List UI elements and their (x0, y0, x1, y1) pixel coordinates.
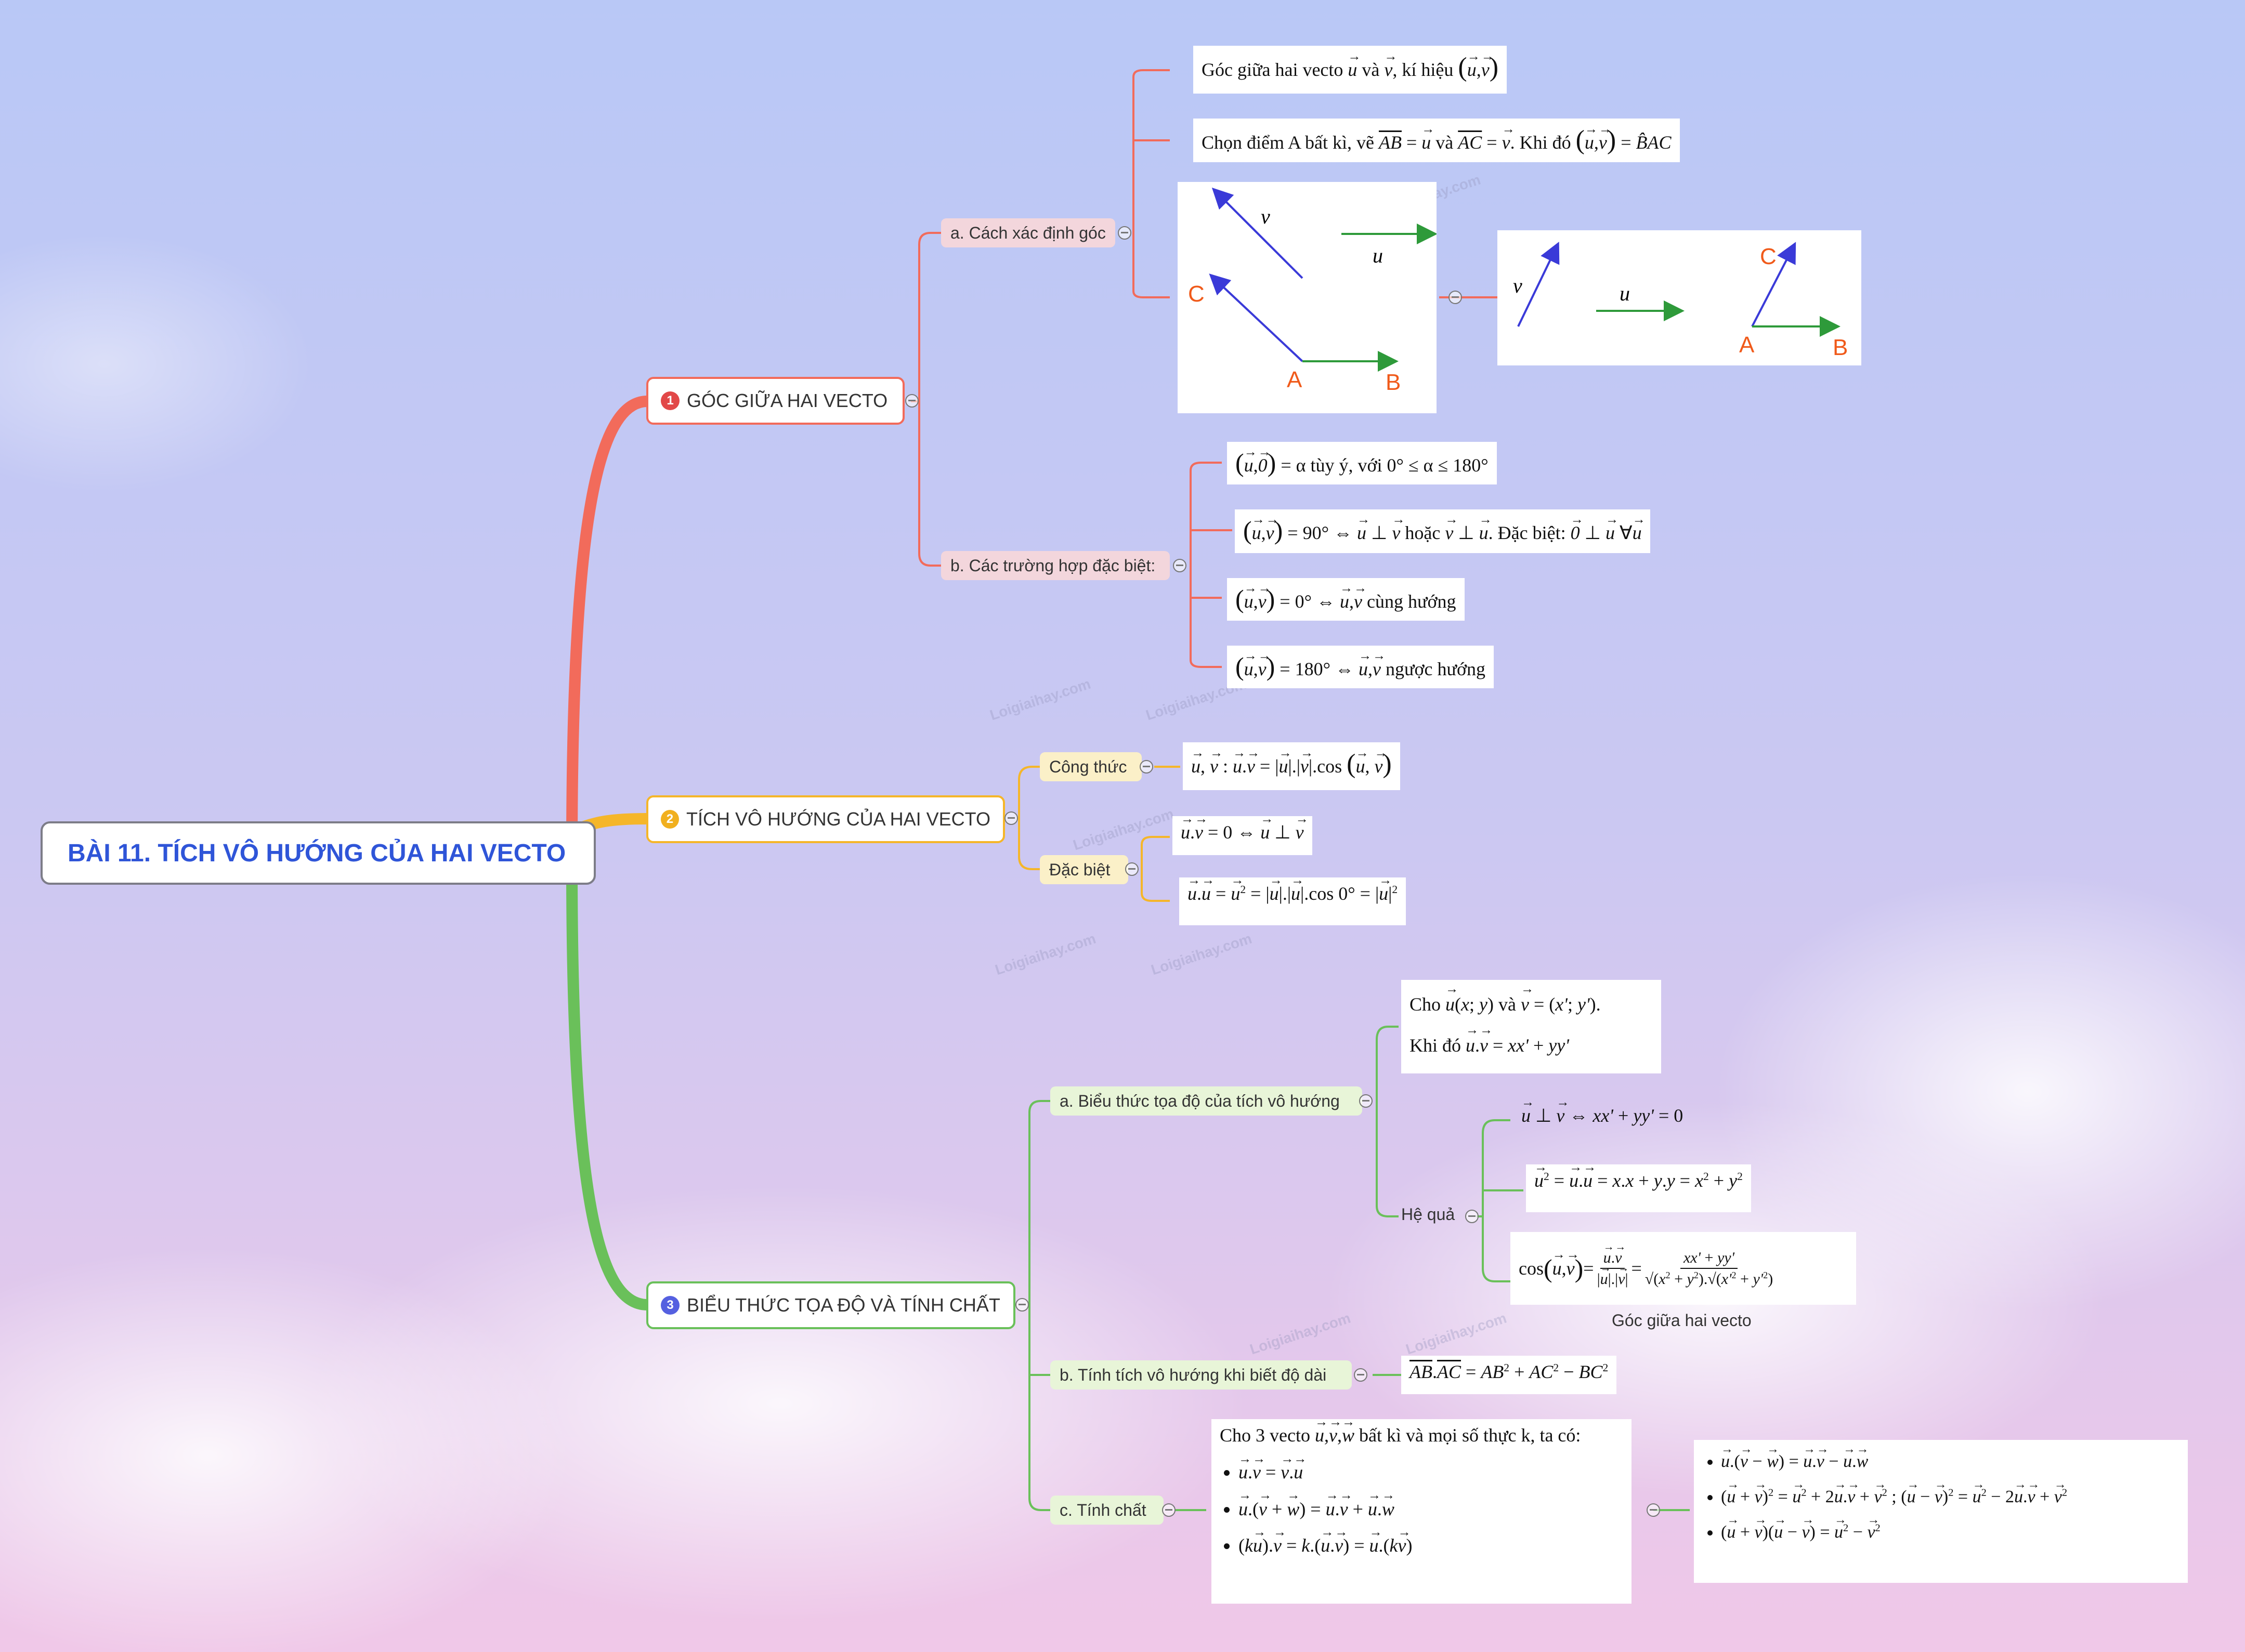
collapse-toggle[interactable] (1465, 1210, 1479, 1223)
formula-box: u, v : u.v = |u|.|v|.cos (u, v) (1183, 742, 1400, 790)
text: Cho (1409, 994, 1441, 1015)
subtopic-truong-hop-dac-biet[interactable]: b. Các trường hợp đặc biệt: (941, 551, 1170, 580)
collapse-toggle[interactable] (1647, 1503, 1660, 1517)
text: và (1362, 59, 1380, 80)
collapse-toggle[interactable] (1173, 559, 1186, 572)
properties-box-1: Cho 3 vecto u,v,w bất kì và mọi số thực … (1211, 1414, 1631, 1604)
text: = 90° ⇔ (1287, 522, 1352, 543)
point-a-label: A (1739, 332, 1755, 358)
topic-label: GÓC GIỮA HAI VECTO (687, 390, 888, 411)
text: hoặc (1405, 522, 1441, 543)
text: = α tùy ý, với 0° ≤ α ≤ 180° (1281, 455, 1489, 476)
collapse-toggle[interactable] (1118, 226, 1131, 240)
subtopic-label: Công thức (1049, 757, 1127, 776)
root-title: BÀI 11. TÍCH VÔ HƯỚNG CỦA HAI VECTO (68, 839, 566, 867)
topic-number-badge: 2 (661, 810, 679, 829)
topic-tich-vo-huong[interactable]: 2 TÍCH VÔ HƯỚNG CỦA HAI VECTO (646, 795, 1005, 843)
collapse-toggle[interactable] (1125, 862, 1139, 876)
subtopic-label: Đặc biệt (1049, 860, 1111, 879)
text: . Khi đó (1510, 132, 1571, 153)
collapse-toggle[interactable] (1448, 291, 1462, 304)
subtopic-label: a. Biểu thức tọa độ của tích vô hướng (1060, 1091, 1340, 1110)
text: Góc giữa hai vecto (1202, 59, 1343, 80)
subtopic-cach-xac-dinh-goc[interactable]: a. Cách xác định góc (941, 218, 1115, 247)
angle-diagram-2: v u C A B (1497, 230, 1861, 365)
consequence-square: u2 = u.u = x.x + y.y = x2 + y2 (1526, 1159, 1751, 1212)
he-qua-label: Hệ quả (1401, 1205, 1455, 1224)
length-formula-box: AB.AC = AB2 + AC2 − BC2 (1401, 1356, 1617, 1394)
text: Cho 3 vecto (1220, 1425, 1310, 1446)
square-box: u.u = u2 = |u|.|u|.cos 0° = |u|2 (1179, 872, 1406, 925)
vector-u-label: u (1373, 244, 1383, 267)
special-case-1: (u,0) = α tùy ý, với 0° ≤ α ≤ 180° (1227, 442, 1497, 484)
branch-connector-3 (566, 857, 653, 1310)
text: bất kì và mọi số thực k, ta có: (1359, 1425, 1581, 1446)
text: = 0° ⇔ (1280, 591, 1335, 612)
topic-goc-giua-hai-vecto[interactable]: 1 GÓC GIỮA HAI VECTO (646, 377, 905, 425)
special-case-3: (u,v) = 0° ⇔ u,v cùng hướng (1227, 578, 1465, 621)
point-b-label: B (1833, 335, 1848, 360)
subtopic-dac-biet[interactable]: Đặc biệt (1040, 855, 1128, 884)
subtopic-tinh-chat[interactable]: c. Tính chất (1050, 1496, 1164, 1525)
subtopic-tinh-tich-khi-biet-do-dai[interactable]: b. Tính tích vô hướng khi biết độ dài (1050, 1360, 1352, 1389)
text: Khi đó (1409, 1035, 1461, 1056)
point-c-label: C (1760, 244, 1777, 269)
topic-number-badge: 3 (661, 1296, 680, 1315)
definition-box: Góc giữa hai vecto u và v, kí hiệu (u,v) (1193, 46, 1507, 94)
subtopic-label: b. Tính tích vô hướng khi biết độ dài (1060, 1365, 1327, 1384)
collapse-toggle[interactable] (1140, 760, 1153, 773)
collapse-toggle[interactable] (1354, 1368, 1367, 1382)
vector-v-label: v (1261, 205, 1270, 228)
point-b-label: B (1386, 370, 1401, 395)
special-case-4: (u,v) = 180° ⇔ u,v ngược hướng (1227, 646, 1494, 688)
angle-diagram-1: v u C A B (1178, 182, 1437, 413)
text: , kí hiệu (1392, 59, 1454, 80)
perpendicular-box: u.v = 0 ⇔ u ⊥ v (1172, 811, 1312, 855)
angle-caption: Góc giữa hai vecto (1612, 1311, 1752, 1330)
root-topic[interactable]: BÀI 11. TÍCH VÔ HƯỚNG CỦA HAI VECTO (41, 821, 596, 885)
text: và (1498, 994, 1516, 1015)
consequence-cosine: cos(u,v) = u.v |u|.|v| = xx' + yy' √(x2 … (1510, 1232, 1856, 1305)
collapse-toggle[interactable] (1004, 811, 1018, 825)
subtopic-label: c. Tính chất (1060, 1500, 1146, 1519)
topic-number-badge: 1 (661, 391, 680, 410)
text: cùng hướng (1366, 591, 1456, 612)
collapse-toggle[interactable] (905, 394, 919, 408)
text: . Đặc biệt: (1488, 522, 1566, 543)
construction-box: Chọn điểm A bất kì, vẽ AB = u và AC = v.… (1193, 119, 1680, 162)
vector-v-label: v (1513, 274, 1522, 297)
branch-connector-1 (566, 396, 653, 858)
collapse-toggle[interactable] (1359, 1094, 1373, 1108)
special-case-2: (u,v) = 90° ⇔ u ⊥ v hoặc v ⊥ u. Đặc biệt… (1235, 509, 1650, 553)
text: và (1435, 132, 1454, 153)
point-c-label: C (1188, 281, 1205, 307)
topic-label: BIỂU THỨC TỌA ĐỘ VÀ TÍNH CHẤT (687, 1294, 1000, 1316)
coordinate-formula-box: Cho u(x; y) và v = (x'; y'). Khi đó u.v … (1401, 975, 1661, 1073)
subtopic-bieu-thuc-toa-do[interactable]: a. Biểu thức tọa độ của tích vô hướng (1050, 1086, 1362, 1116)
topic-bieu-thuc-toa-do[interactable]: 3 BIỂU THỨC TỌA ĐỘ VÀ TÍNH CHẤT (646, 1281, 1015, 1329)
consequence-perpendicular: u ⊥ v ⇔ xx' + yy' = 0 (1513, 1094, 1691, 1141)
text: Chọn điểm A bất kì, vẽ (1202, 132, 1374, 153)
vector-u-label: u (1620, 282, 1630, 305)
properties-box-2: u.(v − w) = u.v − u.w (u + v)2 = u2 + 2u… (1694, 1440, 2188, 1583)
topic-label: TÍCH VÔ HƯỚNG CỦA HAI VECTO (686, 808, 990, 830)
subtopic-label: b. Các trường hợp đặc biệt: (950, 556, 1156, 575)
point-a-label: A (1287, 367, 1302, 392)
collapse-toggle[interactable] (1162, 1503, 1176, 1517)
text: = 180° ⇔ (1280, 659, 1354, 679)
collapse-toggle[interactable] (1015, 1298, 1029, 1312)
text: ngược hướng (1385, 659, 1486, 679)
subtopic-cong-thuc[interactable]: Công thức (1040, 752, 1142, 781)
subtopic-label: a. Cách xác định góc (950, 223, 1106, 242)
